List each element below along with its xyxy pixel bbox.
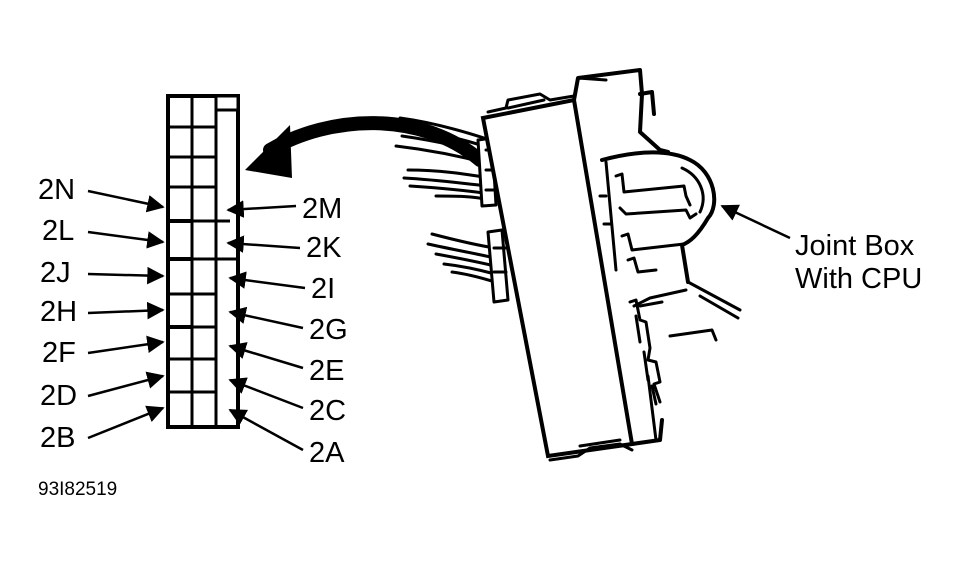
pin-arrow-2l	[87, 230, 165, 249]
pin-arrow-2j	[87, 266, 165, 285]
joint-box-illustration	[394, 68, 742, 462]
plug-lower	[486, 228, 510, 304]
pin-arrow-2a	[228, 408, 304, 452]
pin-arrow-2d	[87, 371, 165, 398]
pin-label-2h: 2H	[40, 296, 77, 328]
connector-face	[166, 94, 240, 429]
connector-top-notch	[214, 94, 240, 112]
cpu-socket-housing	[600, 150, 717, 284]
figure-id: 93I82519	[38, 479, 117, 500]
right-pin-labels: 2M 2K 2I 2G 2E 2C 2A	[226, 193, 348, 469]
pin-label-2g: 2G	[309, 314, 348, 346]
joint-box-label-line2: With CPU	[795, 263, 922, 295]
pin-arrow-2n	[87, 189, 165, 213]
pin-label-2d: 2D	[40, 380, 77, 412]
pin-arrow-2i	[228, 271, 306, 290]
pin-arrow-2h	[87, 301, 165, 320]
pin-label-2j: 2J	[40, 257, 71, 289]
pin-arrow-2f	[87, 335, 165, 355]
pin-arrow-2k	[226, 235, 301, 253]
pin-arrow-2c	[228, 377, 304, 410]
curved-arrow	[245, 116, 487, 178]
pin-label-2a: 2A	[309, 437, 345, 469]
joint-box-callout-arrow	[720, 204, 791, 240]
pin-label-2m: 2M	[302, 193, 342, 225]
pin-label-2e: 2E	[309, 355, 344, 387]
pin-arrow-2m	[226, 200, 297, 218]
pin-label-2i: 2I	[311, 273, 335, 305]
pin-arrow-2b	[87, 405, 165, 440]
pin-label-2k: 2K	[306, 232, 342, 264]
pin-arrow-2e	[228, 342, 304, 370]
pin-arrow-2g	[228, 306, 304, 330]
lower-socket-housing	[628, 298, 662, 404]
joint-box-bottom-lip	[548, 442, 634, 462]
pin-label-2b: 2B	[40, 422, 75, 454]
connector-outline	[166, 94, 240, 429]
pin-label-2l: 2L	[42, 215, 74, 247]
pin-label-2n: 2N	[38, 174, 75, 206]
pin-label-2c: 2C	[309, 395, 346, 427]
left-pin-labels: 2N 2L 2J 2H 2F 2D 2B	[38, 174, 165, 454]
wire-bundle-lower	[426, 232, 497, 284]
pin-label-2f: 2F	[42, 337, 76, 369]
connector-cell-rows	[168, 125, 238, 394]
joint-box-top-lip	[486, 92, 576, 114]
joint-box-label-line1: Joint Box	[795, 230, 915, 262]
